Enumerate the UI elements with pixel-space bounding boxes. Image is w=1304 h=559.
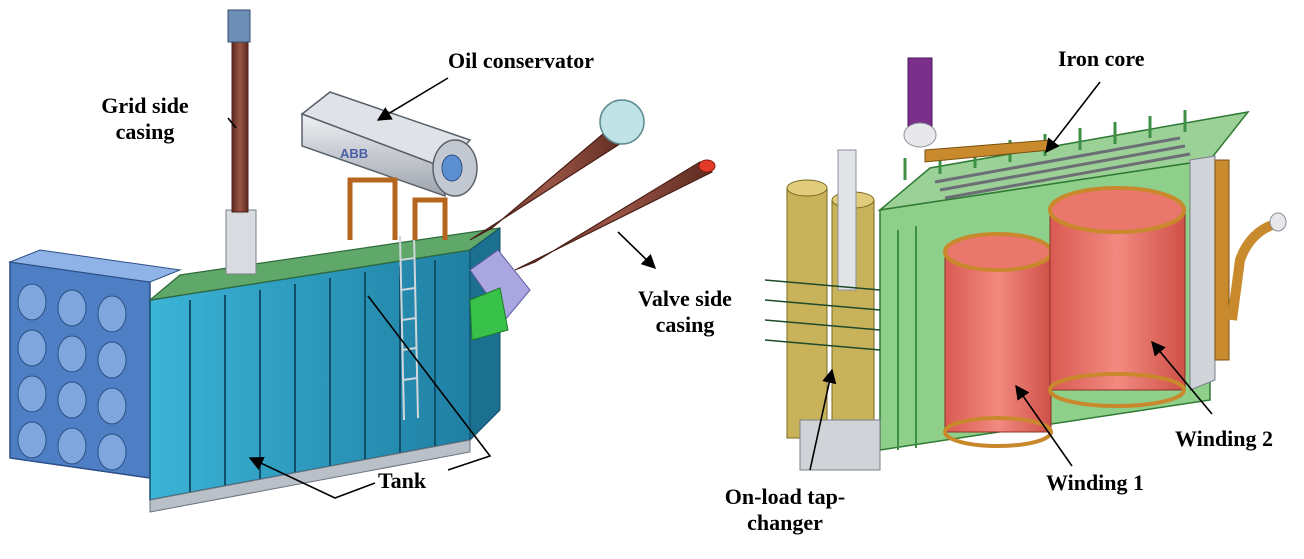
label-winding-2: Winding 2 [1175,426,1274,451]
label-winding-1: Winding 1 [1046,470,1145,495]
tank-leader-left [248,457,376,499]
label-grid-side-casing-line2: casing [115,119,175,144]
oil-conservator-arrow [376,77,449,121]
tap-changer-arrow [809,368,837,471]
abb-logo: ABB [340,146,368,161]
label-oil-conservator: Oil conservator [448,48,595,73]
tank-leader-right [367,295,492,471]
left-transformer: ABB [8,9,716,513]
right-transformer [764,57,1287,471]
label-grid-side-casing-line1: Grid side [101,93,189,118]
winding-2 [1048,186,1186,408]
grid-side-bushing [225,9,257,275]
valve-side-bushings [469,99,716,341]
label-tank: Tank [378,468,427,493]
valve-casing-arrow [617,231,657,270]
oil-conservator: ABB [300,91,478,240]
label-valve-side-casing: Valve side casing [620,286,750,338]
label-valve-side-casing-line2: casing [655,312,715,337]
left-leader-lines [227,77,657,499]
grid-casing-arrow [227,117,237,129]
label-iron-core: Iron core [1058,46,1145,71]
radiator-bank [8,249,182,479]
side-pipe [1227,219,1277,321]
iron-core-arrow [1045,81,1101,154]
label-on-load-tap-changer-line2: changer [747,510,823,535]
winding-1 [943,232,1053,448]
internal-bushing [903,57,1051,163]
right-leader-lines [809,81,1213,471]
label-grid-side-casing: Grid side casing [85,93,205,145]
label-valve-side-casing-line1: Valve side [638,286,732,311]
on-load-tap-changer [764,149,917,471]
label-on-load-tap-changer-line1: On-load tap- [724,484,846,509]
label-on-load-tap-changer: On-load tap- changer [700,484,870,536]
tank-body [147,227,501,513]
winding-2-arrow [1151,340,1213,415]
winding-1-arrow [1015,384,1073,467]
